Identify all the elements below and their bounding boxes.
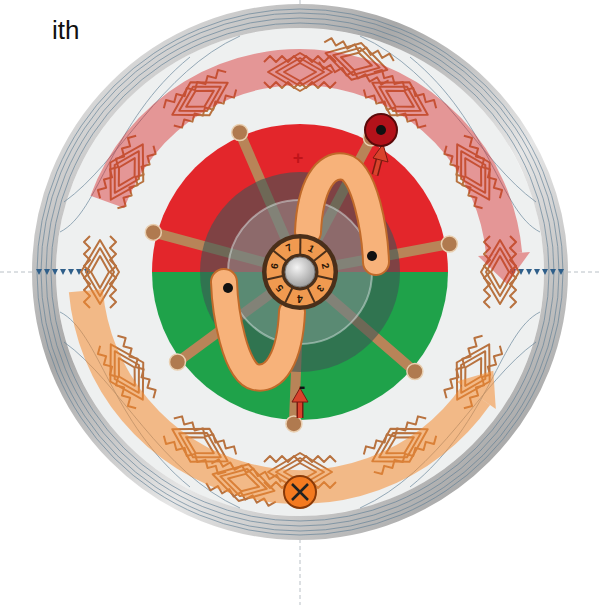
segment-gap (267, 276, 283, 280)
segment-gap (308, 288, 315, 302)
field-line (37, 9, 563, 535)
segment-number: 5 (274, 283, 285, 294)
motor-illustration (36, 9, 564, 535)
segment-number: 6 (269, 262, 280, 270)
spoke-knob (170, 354, 186, 370)
current-out-symbol (365, 114, 397, 146)
field-line (37, 9, 563, 535)
brush (224, 166, 376, 377)
current-in-symbol (292, 484, 308, 500)
segment-gap (285, 288, 292, 302)
current-out-symbol (376, 125, 386, 135)
spoke-knob (407, 364, 423, 380)
current-band (86, 67, 530, 487)
segment-number: 2 (320, 262, 331, 270)
spoke-knob (145, 125, 457, 432)
segment-gap (267, 238, 333, 303)
current-band (456, 371, 495, 409)
polarity-sign: + (293, 149, 304, 167)
segment-gap (299, 238, 301, 254)
force-arrow (298, 400, 302, 418)
current-out-symbol (365, 114, 397, 146)
spoke-knob (441, 236, 457, 252)
commutator (262, 234, 338, 310)
segment-number: 1 (307, 243, 316, 254)
segment-gap (273, 251, 286, 261)
current-band (478, 252, 530, 284)
segment-gap (318, 276, 334, 280)
armature-coil (81, 34, 519, 510)
south-pole (152, 272, 448, 420)
segment-number: 7 (284, 243, 293, 254)
current-in-symbol (284, 476, 316, 508)
rotor-spoke (153, 133, 449, 424)
brush-terminal (367, 251, 377, 261)
spoke-knob (232, 125, 248, 141)
polarity-sign: - (299, 376, 306, 396)
force-arrow (292, 144, 388, 418)
spoke-knob (286, 416, 302, 432)
caption-fragment: ith (52, 17, 79, 43)
brush-terminal (223, 283, 233, 293)
segment-number: 3 (315, 283, 326, 294)
stator-ring (44, 16, 556, 528)
field-line (46, 18, 554, 526)
force-arrow (297, 400, 304, 418)
segment-gap (314, 251, 327, 261)
brush-terminal (223, 251, 377, 293)
spoke-knob (145, 224, 161, 240)
shaft (285, 257, 315, 287)
current-in-symbol (284, 476, 316, 508)
segment-number: 4 (297, 293, 303, 303)
air-gap (56, 28, 544, 516)
field-line (51, 23, 549, 521)
field-line (41, 13, 559, 531)
